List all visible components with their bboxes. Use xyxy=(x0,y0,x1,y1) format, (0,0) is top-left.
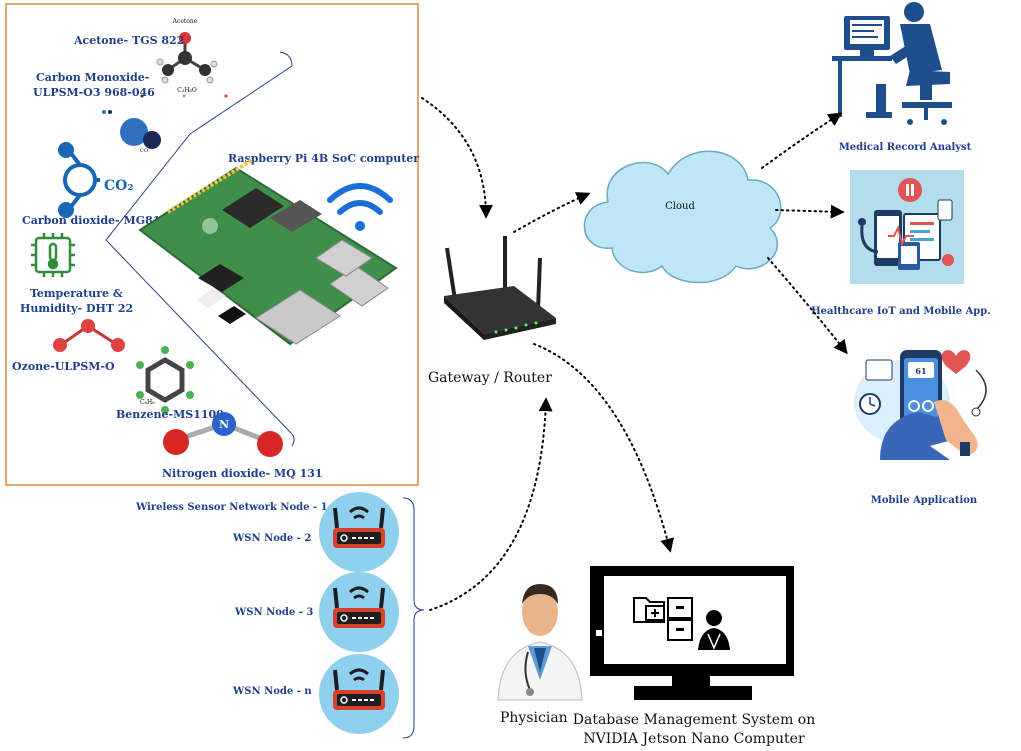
ozone-label: Ozone-ULPSM-O xyxy=(12,360,115,373)
physician-label: Physician xyxy=(500,710,568,726)
temp-label-line1: Temperature & xyxy=(30,287,123,300)
db-label-line2: NVIDIA Jetson Nano Computer xyxy=(583,731,805,747)
temp-label-line2: Humidity- DHT 22 xyxy=(20,302,133,315)
router-icon xyxy=(444,236,556,340)
ozone-molecule-icon xyxy=(53,319,125,352)
carbon-monoxide-molecule-icon: CO xyxy=(102,110,161,154)
acetone-label: Acetone- TGS 822 xyxy=(73,34,184,47)
gateway-to-db-arrow xyxy=(533,343,674,553)
acetone-formula: C₃H₆O xyxy=(177,87,197,94)
co2-formula: CO₂ xyxy=(104,178,133,194)
wsn-bracket xyxy=(402,497,425,739)
phone-reading: 61 xyxy=(915,366,926,376)
gateway-label: Gateway / Router xyxy=(428,370,552,386)
wsn-router-icon xyxy=(319,654,399,734)
co-label-line1: Carbon Monoxide- xyxy=(36,71,149,84)
co-legend-dots xyxy=(140,94,228,98)
cloud-label: Cloud xyxy=(665,201,695,212)
wsn-to-gateway-arrow xyxy=(429,397,553,611)
benzene-label: Benzene-MS1100 xyxy=(116,408,224,421)
healthcare-label: Healthcare IoT and Mobile App. xyxy=(811,306,991,317)
co-label-line2: ULPSM-O3 968-046 xyxy=(33,86,155,99)
monitor-icon xyxy=(590,566,794,700)
healthcare-app-icon xyxy=(850,170,964,284)
wsn-node2-label: WSN Node - 2 xyxy=(232,533,311,544)
cloud-to-analyst-arrow xyxy=(761,112,843,169)
sensor-to-gateway-arrow xyxy=(421,97,493,219)
benzene-formula: C₆H₆ xyxy=(140,399,155,406)
cloud-to-healthcare-arrow xyxy=(775,204,845,219)
benzene-molecule-icon: C₆H₆ xyxy=(136,346,194,414)
co2-label: Carbon dioxide- MG811 xyxy=(22,214,168,227)
wsn-noden-label: WSN Node - n xyxy=(232,686,312,697)
no2-atom-label: N xyxy=(219,418,229,431)
sensor-bracket xyxy=(105,51,295,447)
cloud-to-mobile-arrow xyxy=(767,257,848,355)
temperature-sensor-icon xyxy=(31,233,75,277)
analyst-computer-icon xyxy=(832,2,952,125)
wsn-node3-label: WSN Node - 3 xyxy=(234,607,313,618)
analyst-label: Medical Record Analyst xyxy=(839,142,972,153)
wsn-router-icon xyxy=(319,492,399,572)
co2-icon xyxy=(58,142,100,218)
connection-arrows xyxy=(421,97,848,611)
wifi-icon xyxy=(327,183,393,231)
wsn-node1-label: Wireless Sensor Network Node - 1 xyxy=(135,502,328,513)
raspberry-pi-board-icon xyxy=(138,158,398,346)
no2-molecule-icon: N xyxy=(163,412,283,457)
rpi-label: Raspberry Pi 4B SoC computer xyxy=(228,152,419,165)
wsn-node-group xyxy=(319,492,399,734)
acetone-molecule-icon: Acetone C₃H₆O xyxy=(156,18,218,94)
acetone-title: Acetone xyxy=(172,18,198,25)
cloud-icon xyxy=(583,150,782,284)
physician-icon xyxy=(497,584,583,701)
wsn-router-icon xyxy=(319,572,399,652)
co-small-label: CO xyxy=(140,148,148,154)
db-label-line1: Database Management System on xyxy=(573,712,815,728)
no2-label: Nitrogen dioxide- MQ 131 xyxy=(162,467,323,480)
mobile-app-icon: 61 xyxy=(854,350,987,460)
gateway-to-cloud-arrow xyxy=(513,192,591,233)
mobile-label: Mobile Application xyxy=(871,495,978,506)
